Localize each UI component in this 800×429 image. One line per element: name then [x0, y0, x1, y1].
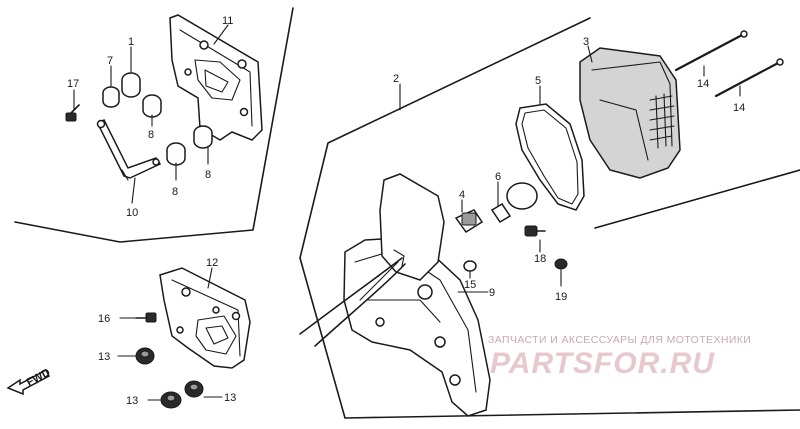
callout-9: 9 [489, 287, 495, 299]
bolt-17 [65, 104, 80, 122]
callout-3: 3 [583, 36, 589, 48]
callout-14-lower: 14 [733, 102, 745, 114]
callout-labels: 1 2 3 4 5 6 7 8 8 8 9 10 11 12 13 13 13 … [67, 15, 745, 407]
callout-10: 10 [126, 207, 138, 219]
socket-4 [454, 209, 484, 234]
callout-7: 7 [107, 55, 113, 67]
stay-10 [96, 118, 162, 181]
nut-15 [463, 260, 477, 272]
callout-5: 5 [535, 75, 541, 87]
bolt-16 [135, 312, 157, 323]
nuts-13 [135, 347, 204, 409]
callout-8-middle: 8 [172, 186, 178, 198]
callout-6: 6 [495, 171, 501, 183]
nut-19 [554, 258, 568, 270]
callout-8-upper: 8 [148, 129, 154, 141]
callout-15: 15 [464, 279, 476, 291]
gasket-5 [515, 103, 585, 211]
callout-14-upper: 14 [697, 78, 709, 90]
callout-19: 19 [555, 291, 567, 303]
callout-13-left: 13 [98, 351, 110, 363]
leader-lines [73, 24, 741, 401]
callout-8-right: 8 [205, 169, 211, 181]
group-boundary-lines [14, 7, 800, 419]
lens-cross-hatch [649, 93, 675, 149]
callout-18: 18 [534, 253, 546, 265]
callout-13-right: 13 [224, 392, 236, 404]
screws-14 [674, 30, 784, 98]
callout-4: 4 [459, 189, 465, 201]
watermark-tagline: ЗАПЧАСТИ И АКСЕССУАРЫ ДЛЯ МОТОТЕХНИКИ [488, 334, 752, 346]
wire-harness [299, 257, 406, 347]
callout-1: 1 [128, 36, 134, 48]
watermark-brand: PARTSFOR.RU [490, 347, 715, 380]
reflector-plate [379, 173, 445, 281]
callout-16: 16 [98, 313, 110, 325]
bolt-18 [524, 225, 546, 237]
fwd-arrow: FWD [6, 367, 53, 396]
bulb-6 [490, 182, 538, 224]
callout-13-bottom: 13 [126, 395, 138, 407]
fwd-label: FWD [25, 367, 53, 389]
callout-11: 11 [222, 15, 233, 27]
callout-17: 17 [67, 78, 79, 90]
callout-12: 12 [206, 257, 218, 269]
callout-2: 2 [393, 73, 399, 85]
lens-3 [579, 47, 681, 179]
bracket-12 [159, 267, 251, 369]
bracket-11 [169, 14, 263, 141]
grommets-1-7-8 [102, 72, 213, 166]
